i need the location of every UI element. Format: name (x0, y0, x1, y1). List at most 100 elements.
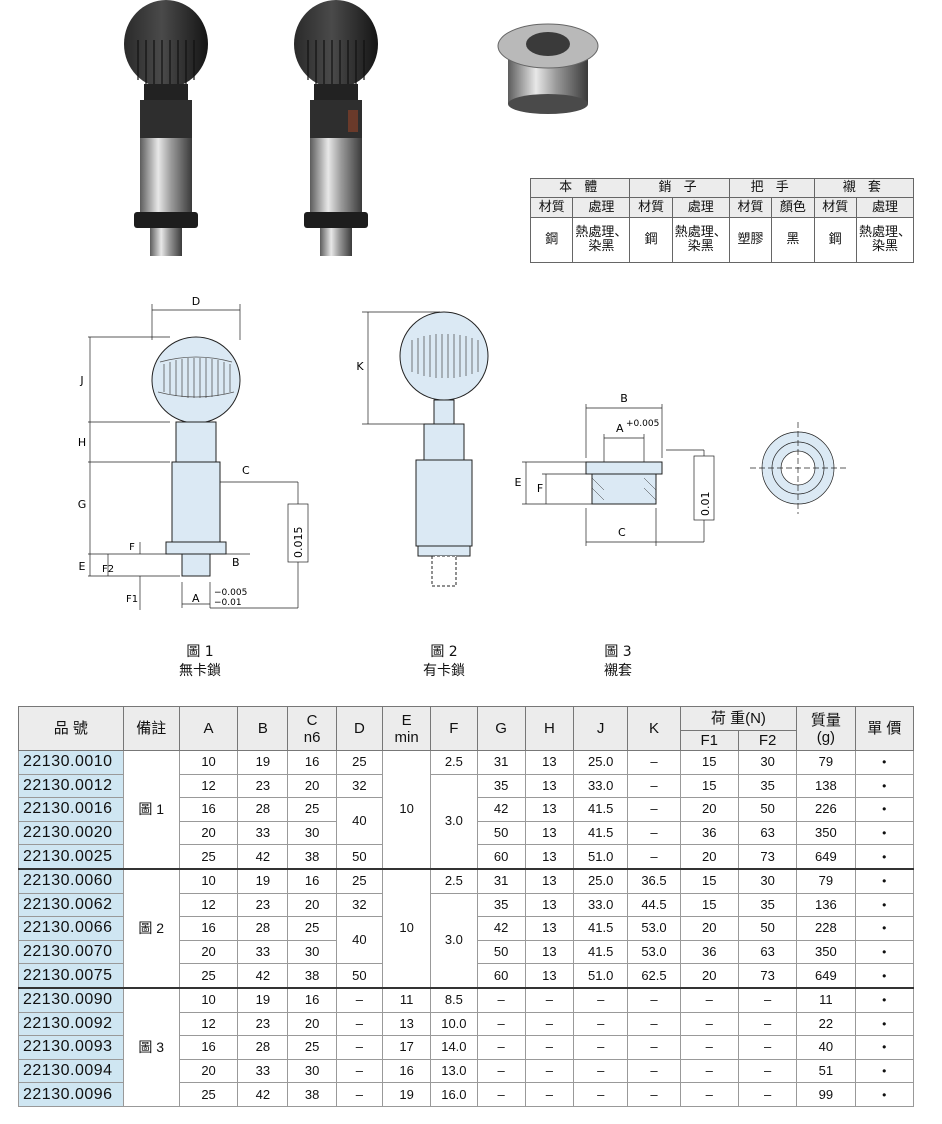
cell-d: – (335, 986, 383, 1013)
cell-j: – (573, 986, 629, 1013)
cell-f1: – (679, 1082, 739, 1107)
concentricity-value: 0.015 (292, 527, 305, 559)
caption-fig3: 圖 3 襯套 (578, 643, 658, 681)
cell-f2: 35 (737, 773, 798, 799)
dim-label-a: A (616, 422, 624, 435)
cell-k: – (627, 844, 681, 870)
cell-price: • (854, 939, 915, 965)
cell-price: • (854, 820, 915, 846)
col-header-c-sub: n6 (303, 728, 321, 746)
cell-j: 41.5 (573, 916, 629, 941)
cell-f: 2.5 (430, 867, 478, 894)
dim-label-e: E (515, 476, 522, 489)
cell-j: 41.5 (573, 820, 629, 846)
cell-k: – (627, 820, 681, 846)
cell-b: 19 (237, 867, 289, 894)
material-group-handle: 把 手 (728, 178, 815, 198)
cell-j: 33.0 (573, 773, 629, 799)
cell-e: 19 (381, 1082, 432, 1107)
cell-f: 10.0 (430, 1011, 478, 1037)
cell-g: 42 (476, 797, 526, 822)
part-number: 22130.0020 (18, 820, 124, 846)
material-value: 熱處理、染黑 (671, 217, 730, 263)
cell-price: • (854, 797, 915, 822)
cell-mass: 226 (796, 797, 856, 822)
part-number: 22130.0094 (18, 1058, 124, 1084)
cell-price: • (854, 844, 915, 870)
cell-e: 13 (381, 1011, 432, 1037)
col-header-c-label: C (306, 711, 318, 729)
caption-fig2-number: 圖 2 (430, 644, 458, 660)
cell-d: – (335, 1058, 383, 1084)
cell-k: – (627, 1082, 681, 1107)
col-header-load: 荷 重(N) (679, 706, 798, 731)
part-number: 22130.0025 (18, 844, 124, 870)
material-subheader: 材質 (813, 197, 858, 218)
cell-mass: 138 (796, 773, 856, 799)
cell-f2: 73 (737, 844, 798, 870)
cell-c: 16 (287, 986, 337, 1013)
cell-f2: – (737, 1082, 798, 1107)
cell-f2: 63 (737, 820, 798, 846)
col-header-j: J (573, 706, 629, 751)
col-header-mass: 質量(g) (796, 706, 856, 751)
cell-b: 23 (237, 773, 289, 799)
dim-label-a: A (192, 592, 200, 605)
dim-label-k: K (356, 360, 364, 373)
cell-f: 3.0 (430, 773, 478, 870)
part-number: 22130.0070 (18, 939, 124, 965)
cell-f: 2.5 (430, 750, 478, 775)
col-header-e-sub: min (394, 728, 419, 746)
cell-mass: 136 (796, 892, 856, 918)
cell-d: – (335, 1035, 383, 1060)
cell-f1: 20 (679, 844, 739, 870)
cell-c: 16 (287, 867, 337, 894)
cell-h: 13 (524, 867, 575, 894)
cell-e: 17 (381, 1035, 432, 1060)
cell-f2: 30 (737, 750, 798, 775)
cell-b: 42 (237, 1082, 289, 1107)
cell-mass: 51 (796, 1058, 856, 1084)
product-photo-bushing (497, 23, 599, 114)
cell-k: 53.0 (627, 916, 681, 941)
cell-k: – (627, 773, 681, 799)
cell-g: – (476, 986, 526, 1013)
cell-price: • (854, 963, 915, 989)
cell-c: 16 (287, 750, 337, 775)
drawing-fig3: B A +0.005 E F C 0.01 (515, 392, 846, 546)
dim-label-f1: F1 (126, 594, 138, 605)
cell-f: 14.0 (430, 1035, 478, 1060)
cell-f1: 20 (679, 797, 739, 822)
cell-mass: 40 (796, 1035, 856, 1060)
caption-fig1: 圖 1 無卡鎖 (160, 643, 240, 681)
cell-d: – (335, 1011, 383, 1037)
cell-k: – (627, 1035, 681, 1060)
cell-c: 25 (287, 916, 337, 941)
cell-f: 16.0 (430, 1082, 478, 1107)
cell-price: • (854, 1082, 915, 1107)
material-value: 熱處理、染黑 (856, 217, 914, 263)
cell-price: • (854, 892, 915, 918)
cell-j: 41.5 (573, 797, 629, 822)
col-header-f1: F1 (679, 730, 739, 751)
cell-j: 33.0 (573, 892, 629, 918)
cell-f2: – (737, 1058, 798, 1084)
product-photo-plunger-fig2 (294, 0, 378, 256)
part-number: 22130.0016 (18, 797, 124, 822)
cell-h: 13 (524, 773, 575, 799)
dim-label-j: J (79, 374, 83, 387)
cell-mass: 228 (796, 916, 856, 941)
cell-g: 42 (476, 916, 526, 941)
caption-fig1-label: 無卡鎖 (179, 663, 221, 679)
material-value: 鋼 (529, 217, 574, 263)
cell-g: – (476, 1082, 526, 1107)
caption-fig1-number: 圖 1 (186, 644, 214, 660)
cell-mass: 79 (796, 750, 856, 775)
cell-e: 11 (381, 986, 432, 1013)
